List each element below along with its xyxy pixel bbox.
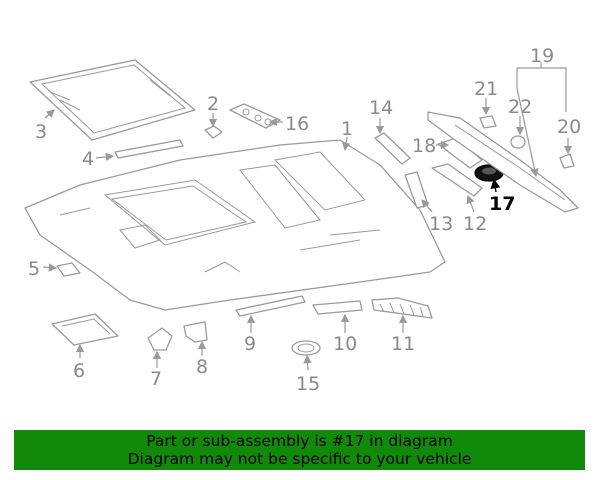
part-3-sunroof-panel [29, 59, 196, 141]
part-1-headliner [24, 139, 446, 311]
callout-20: 20 [557, 116, 581, 138]
callout-16: 16 [285, 113, 309, 135]
part-4-strip [114, 139, 184, 159]
callout-21: 21 [474, 78, 498, 100]
callout-1: 1 [341, 118, 353, 140]
part-14-strip [374, 132, 411, 165]
part-19-rear-rail [427, 111, 579, 213]
part-12-trim [431, 163, 483, 197]
part-8-bracket [183, 321, 208, 343]
callout-19: 19 [530, 45, 554, 67]
callout-11: 11 [391, 333, 415, 355]
part-5-clip [56, 262, 81, 277]
callout-labels: 1 2 3 4 5 6 7 8 9 10 11 12 13 14 15 16 1… [28, 45, 581, 395]
part-10-trim-panel [312, 300, 363, 315]
callout-5: 5 [28, 258, 40, 280]
banner-line-2: Diagram may not be specific to your vehi… [127, 450, 472, 468]
part-20-clip [559, 153, 575, 169]
callout-9: 9 [244, 333, 256, 355]
callout-10: 10 [333, 333, 357, 355]
part-21-clip [479, 115, 497, 129]
part-11-pad [371, 297, 433, 319]
callout-17: 17 [489, 193, 515, 215]
callout-3: 3 [35, 121, 47, 143]
part-2-clip [204, 125, 223, 139]
part-7-handle-clip [147, 327, 173, 351]
callout-7: 7 [150, 368, 162, 390]
callout-12: 12 [463, 213, 487, 235]
callout-14: 14 [369, 97, 393, 119]
part-9-trim-strip [235, 295, 306, 317]
callout-18: 18 [412, 135, 436, 157]
callout-15: 15 [296, 373, 320, 395]
callout-13: 13 [429, 213, 453, 235]
part-15-dome-light [291, 340, 321, 356]
callout-2: 2 [207, 93, 219, 115]
callout-4: 4 [82, 148, 94, 170]
part-22-grommet [510, 135, 526, 149]
callout-6: 6 [73, 360, 85, 382]
callout-8: 8 [196, 356, 208, 378]
leader-lines [42, 62, 573, 371]
info-banner: Part or sub-assembly is #17 in diagram D… [14, 430, 585, 470]
callout-22: 22 [508, 96, 532, 118]
part-16-lamp-bracket [229, 103, 281, 129]
banner-line-1: Part or sub-assembly is #17 in diagram [146, 432, 453, 450]
part-6-console-cover [51, 313, 119, 346]
parts-diagram: 1 2 3 4 5 6 7 8 9 10 11 12 13 14 15 16 1… [24, 45, 581, 395]
